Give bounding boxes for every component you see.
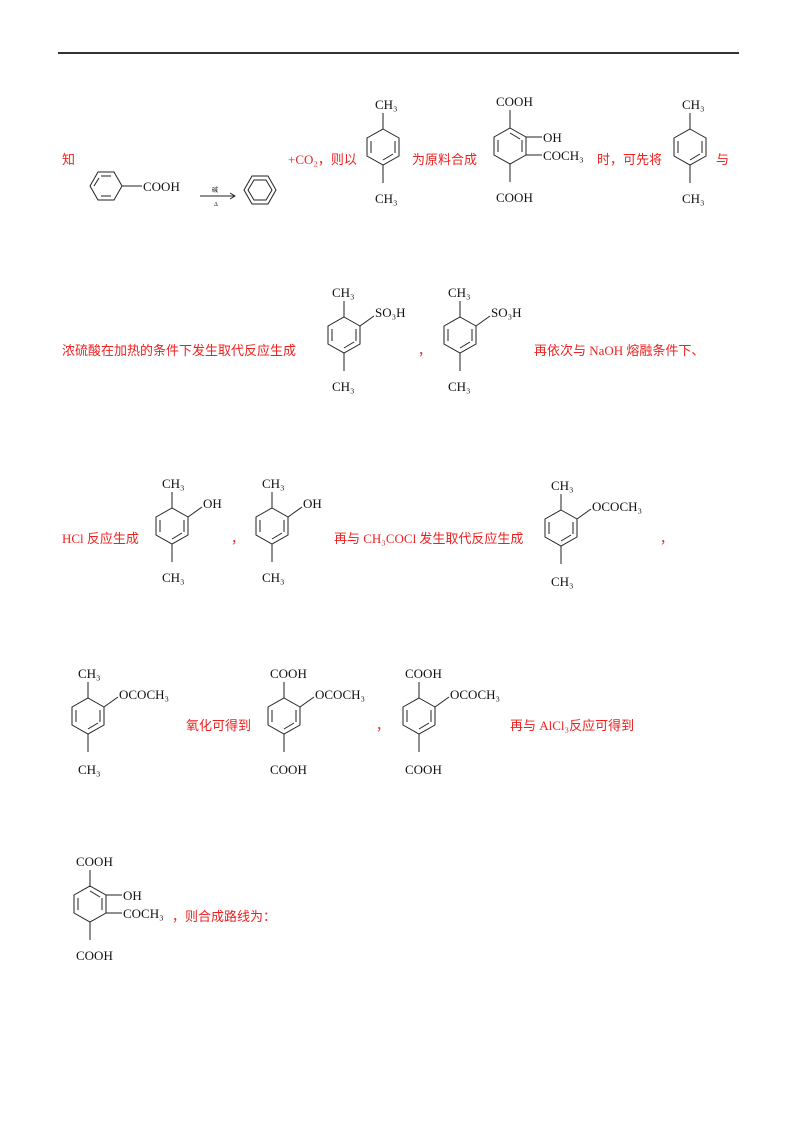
p-xylene-structure-2: CH₃ CH₃ — [673, 97, 707, 206]
cooh-label: COOH — [143, 179, 180, 194]
svg-text:COCH₃: COCH₃ — [543, 148, 584, 163]
svg-text:COOH: COOH — [496, 190, 533, 205]
svg-text:CH₃: CH₃ — [448, 379, 471, 394]
svg-text:COOH: COOH — [76, 854, 113, 869]
svg-text:CH₃: CH₃ — [78, 762, 101, 777]
text-sulfonation: 浓硫酸在加热的条件下发生取代反应生成 — [62, 343, 297, 358]
svg-text:CH₃: CH₃ — [375, 191, 398, 206]
svg-text:CH₃: CH₃ — [162, 570, 185, 585]
ester-structure-1: CH₃ OCOCH₃ CH₃ — [544, 478, 642, 589]
benzene-structure — [243, 175, 277, 205]
phenol-structure-1: CH₃ OH CH₃ — [155, 476, 222, 585]
svg-text:CH₃: CH₃ — [262, 476, 285, 491]
svg-text:COOH: COOH — [270, 666, 307, 681]
svg-text:碱: 碱 — [212, 187, 218, 194]
svg-text:SO₃H: SO₃H — [491, 305, 522, 320]
svg-text:COOH: COOH — [405, 762, 442, 777]
comma: ， — [660, 531, 674, 546]
svg-text:CH₃: CH₃ — [448, 285, 471, 300]
text-yu: 与 — [716, 152, 730, 167]
text-route: ，则合成路线为： — [172, 909, 277, 924]
svg-text:OCOCH₃: OCOCH₃ — [315, 687, 365, 702]
svg-text:Δ: Δ — [214, 202, 218, 208]
svg-text:CH₃: CH₃ — [332, 285, 355, 300]
text-oxidation: 氧化可得到 — [186, 718, 252, 733]
acid-ester-structure-1: COOH OCOCH₃ COOH — [267, 666, 365, 777]
svg-text:CH₃: CH₃ — [682, 97, 705, 112]
text-naoh: 再依次与 NaOH 熔融条件下、 — [534, 343, 705, 358]
header-rule — [58, 52, 739, 54]
svg-text:CH₃: CH₃ — [78, 666, 101, 681]
svg-text:CH₃: CH₃ — [551, 574, 574, 589]
comma: ， — [376, 718, 390, 733]
text-hcl: HCl 反应生成 — [62, 531, 139, 546]
text-yuanliao: 为原料合成 — [412, 152, 478, 167]
acid-ester-structure-2: COOH OCOCH₃ COOH — [402, 666, 500, 777]
svg-text:COOH: COOH — [405, 666, 442, 681]
svg-text:CH₃: CH₃ — [682, 191, 705, 206]
phenol-structure-2: CH₃ OH CH₃ — [255, 476, 322, 585]
sulfonic-acid-structure-1: CH₃ SO₃H CH₃ — [327, 285, 406, 394]
svg-text:OH: OH — [303, 496, 322, 511]
sulfonic-acid-structure-2: CH₃ SO₃H CH₃ — [443, 285, 522, 394]
svg-text:CH₃: CH₃ — [375, 97, 398, 112]
comma: ， — [231, 531, 245, 546]
svg-text:OH: OH — [123, 888, 142, 903]
text-kexianjiang: 时，可先将 — [597, 152, 663, 167]
svg-text:OCOCH₃: OCOCH₃ — [119, 687, 169, 702]
svg-text:COOH: COOH — [496, 94, 533, 109]
target-product-structure: COOH OH COCH₃ COOH — [493, 94, 584, 205]
target-product-structure-2: COOH OH COCH₃ COOH — [73, 854, 164, 963]
svg-text:SO₃H: SO₃H — [375, 305, 406, 320]
svg-text:OCOCH₃: OCOCH₃ — [450, 687, 500, 702]
svg-text:OH: OH — [203, 496, 222, 511]
p-xylene-structure: CH₃ CH₃ — [366, 97, 400, 206]
text-ch3cocl: 再与 CH₃COCl 发生取代反应生成 — [334, 531, 524, 546]
svg-text:CH₃: CH₃ — [332, 379, 355, 394]
svg-text:CH₃: CH₃ — [262, 570, 285, 585]
svg-text:COCH₃: COCH₃ — [123, 906, 164, 921]
svg-text:OH: OH — [543, 130, 562, 145]
reaction-arrow: 碱 Δ — [200, 187, 236, 208]
svg-text:OCOCH₃: OCOCH₃ — [592, 499, 642, 514]
comma: ， — [418, 343, 432, 358]
svg-text:CH₃: CH₃ — [551, 478, 574, 493]
text-co2: +CO₂，则以 — [288, 152, 357, 167]
text-alcl3: 再与 AlCl₃反应可得到 — [510, 718, 635, 733]
svg-text:COOH: COOH — [76, 948, 113, 963]
text-zhi: 知 — [62, 152, 76, 167]
svg-text:CH₃: CH₃ — [162, 476, 185, 491]
benzoic-acid-structure: COOH — [89, 171, 180, 201]
ester-structure-2: CH₃ OCOCH₃ CH₃ — [71, 666, 169, 777]
svg-text:COOH: COOH — [270, 762, 307, 777]
